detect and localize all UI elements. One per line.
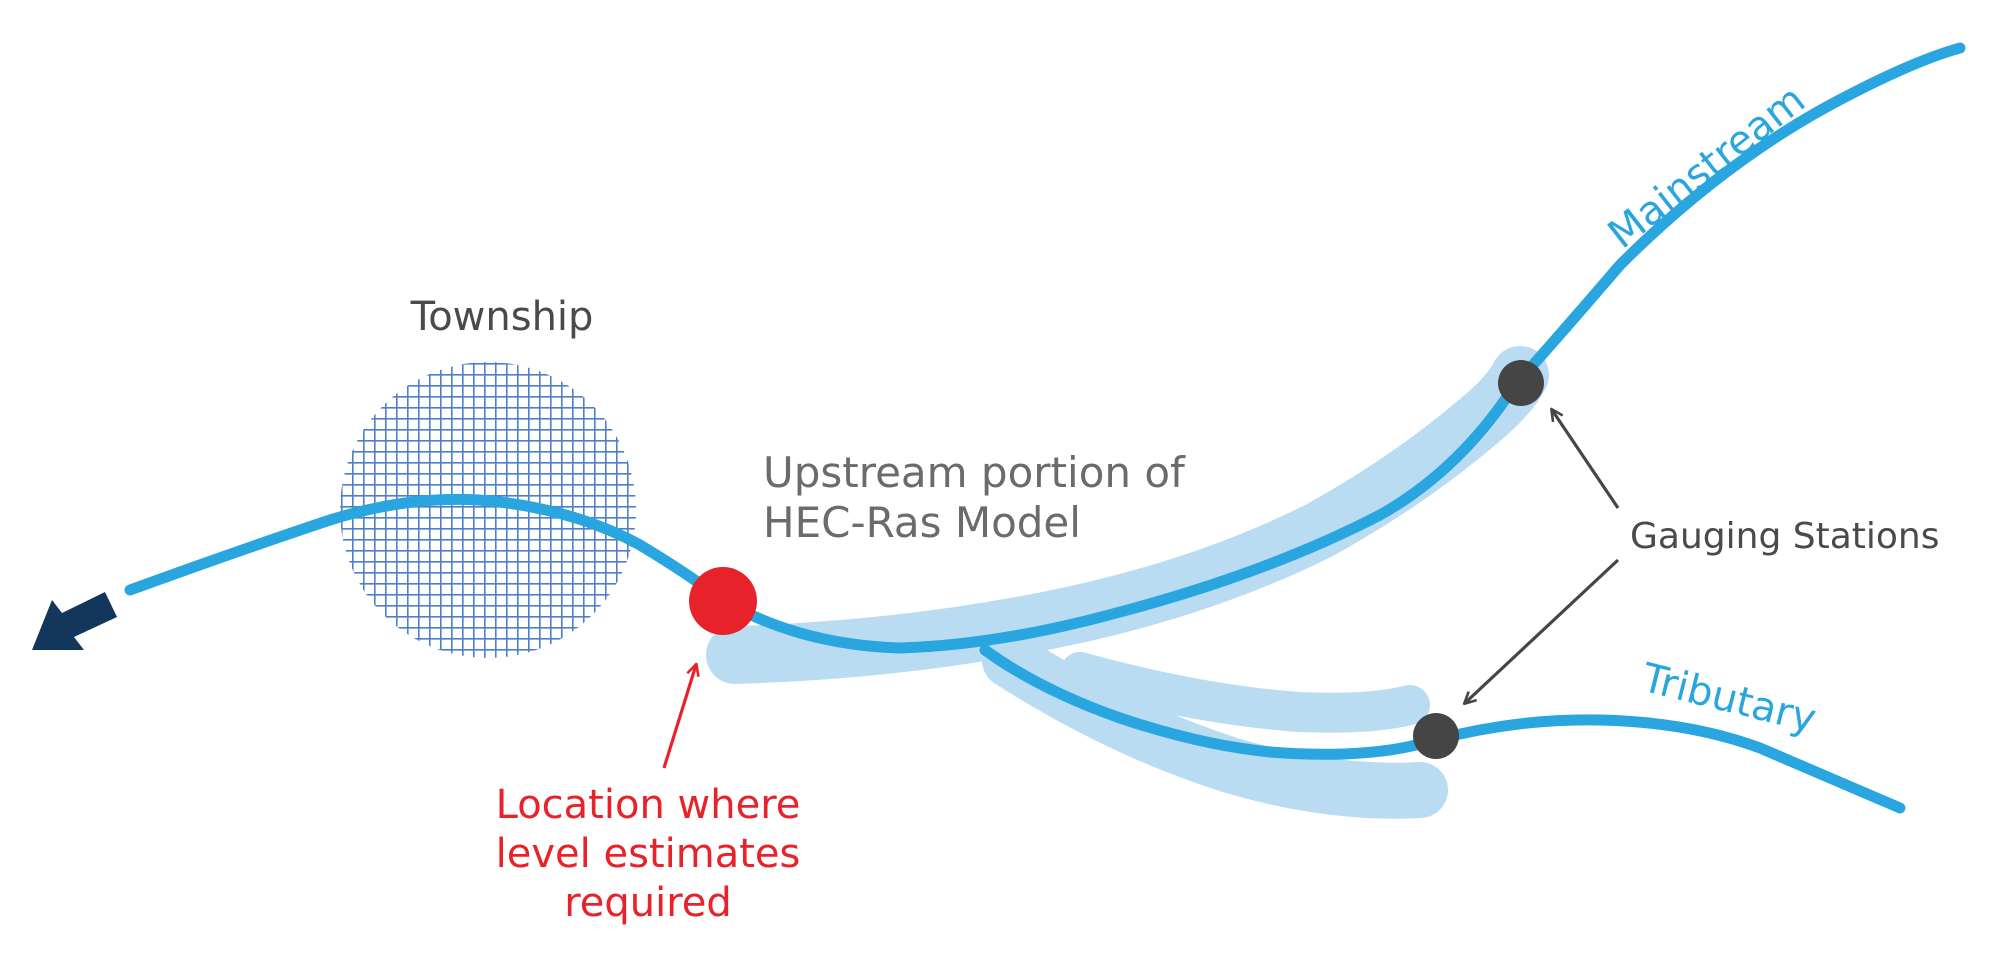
hec-ras-model-extent (706, 346, 1549, 819)
model-band-mainstream (706, 346, 1549, 684)
mainstream-label: Mainstream (1600, 77, 1814, 258)
location-label-line1: Location where (496, 782, 801, 828)
location-label-line2: level estimates (496, 831, 801, 877)
station-dot-icon (1413, 713, 1459, 759)
red-dot-icon (689, 567, 757, 635)
location-label-line3: required (564, 880, 732, 926)
model-label-line1: Upstream portion of (763, 448, 1186, 497)
station-dot-icon (1498, 360, 1544, 406)
model-label-line2: HEC-Ras Model (763, 498, 1081, 547)
township-area (340, 362, 636, 658)
model-band-tributary-top (1060, 652, 1430, 733)
gauging-arrow-mainstream (1552, 410, 1620, 509)
downstream-arrow-icon (32, 592, 117, 650)
gauging-stations-label: Gauging Stations (1630, 516, 1939, 557)
mainstream-river (124, 42, 1966, 654)
location-arrow (662, 665, 696, 769)
township-label: Township (410, 294, 594, 340)
gauging-arrow-tributary (1465, 558, 1620, 703)
